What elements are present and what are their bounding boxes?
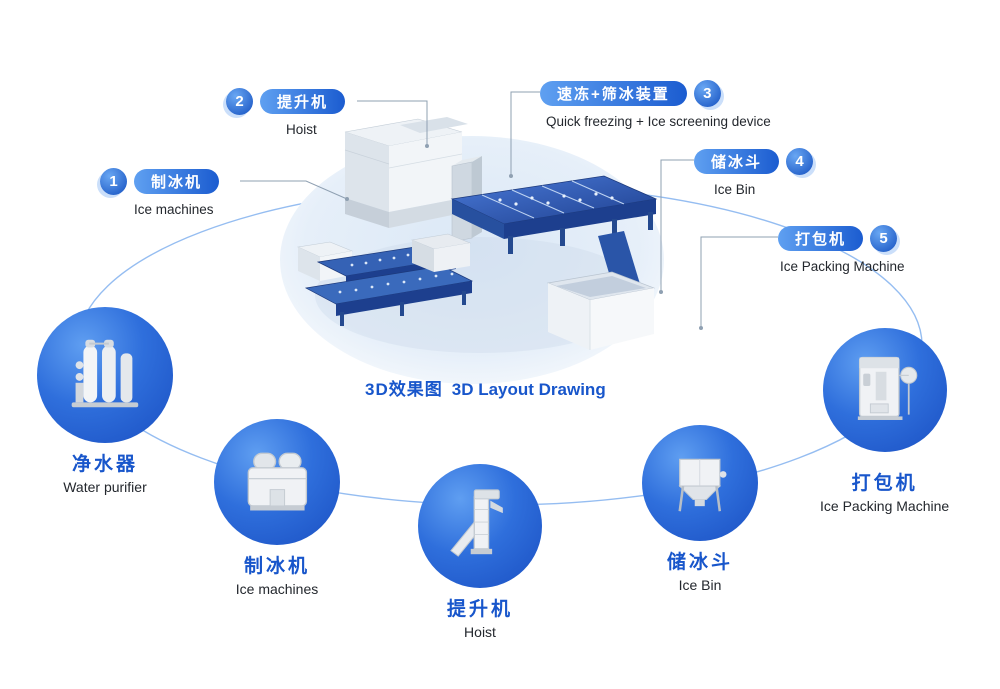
station-hoist: 提升机 Hoist — [418, 464, 542, 640]
station-label-zh: 储冰斗 — [666, 552, 733, 573]
water-purifier-circle — [37, 307, 173, 443]
callout-label-pill: 速冻+筛冰装置 — [540, 81, 687, 106]
station-packing-machine: 打包机 Ice Packing Machine — [820, 328, 949, 514]
ice-bin-icon — [678, 458, 727, 512]
machine-3d-illustration — [296, 117, 658, 353]
ice-machine-circle — [214, 419, 340, 545]
station-label-zh: 提升机 — [446, 599, 513, 620]
chute-3d — [598, 231, 640, 290]
leader-line-dots — [345, 144, 703, 330]
callout-leader-lines — [240, 91, 778, 328]
callout-number-badge: 2 — [226, 88, 253, 115]
callout-packing-machine: 打包机 5 Ice Packing Machine — [778, 225, 905, 274]
callout-ice-bin: 储冰斗 4 Ice Bin — [694, 148, 814, 197]
callout-number-badge: 5 — [870, 225, 898, 252]
water-purifier-icon — [71, 339, 139, 408]
ice-bin-circle — [642, 425, 758, 541]
callout-number-badge: 1 — [100, 168, 127, 195]
callout-number-badge: 4 — [786, 148, 814, 175]
callout-number-badge: 3 — [693, 80, 721, 107]
caption-zh: 3D效果图 — [365, 380, 443, 399]
mid-unit-3d — [410, 233, 472, 272]
station-ice-bin: 储冰斗 Ice Bin — [642, 425, 758, 593]
station-label-en: Ice machines — [235, 581, 319, 597]
callout-label-en: Ice Bin — [714, 182, 756, 197]
callout-hoist: 2 提升机 Hoist — [226, 88, 346, 137]
station-label-zh: 制冰机 — [243, 556, 310, 577]
callout-label-en: Ice Packing Machine — [780, 259, 905, 274]
ice-bin-3d — [546, 271, 656, 350]
station-label-zh: 打包机 — [851, 473, 918, 494]
packing-machine-circle — [822, 328, 947, 452]
station-water-purifier: 净水器 Water purifier — [37, 307, 173, 495]
callout-label-pill: 打包机 — [778, 226, 864, 251]
ice-machine-icon — [247, 452, 307, 511]
station-ice-machines: 制冰机 Ice machines — [214, 419, 340, 597]
station-label-en: Hoist — [464, 624, 496, 640]
station-label-en: Water purifier — [63, 479, 147, 495]
callout-quick-freezing-screening: 速冻+筛冰装置 3 Quick freezing + Ice screening… — [540, 80, 771, 129]
callout-label-en: Hoist — [286, 122, 317, 137]
callout-label-en: Ice machines — [134, 202, 214, 217]
callout-label-pill: 制冰机 — [134, 169, 220, 194]
hoist-circle — [418, 464, 542, 588]
hoist-icon — [450, 489, 504, 558]
callout-label-pill: 提升机 — [260, 89, 346, 114]
ice-machine-3d — [344, 117, 468, 228]
center-caption: 3D效果图 3D Layout Drawing — [365, 375, 606, 400]
callout-label-pill: 储冰斗 — [694, 149, 780, 174]
callout-label-en: Quick freezing + Ice screening device — [546, 114, 771, 129]
station-label-en: Ice Packing Machine — [820, 498, 950, 514]
packing-machine-icon — [857, 357, 918, 421]
station-label-en: Ice Bin — [678, 577, 722, 593]
freezer-screening-3d — [450, 175, 658, 254]
station-label-zh: 净水器 — [71, 454, 138, 475]
caption-en: 3D Layout Drawing — [451, 380, 606, 399]
callout-ice-machines: 1 制冰机 Ice machines — [100, 168, 220, 217]
